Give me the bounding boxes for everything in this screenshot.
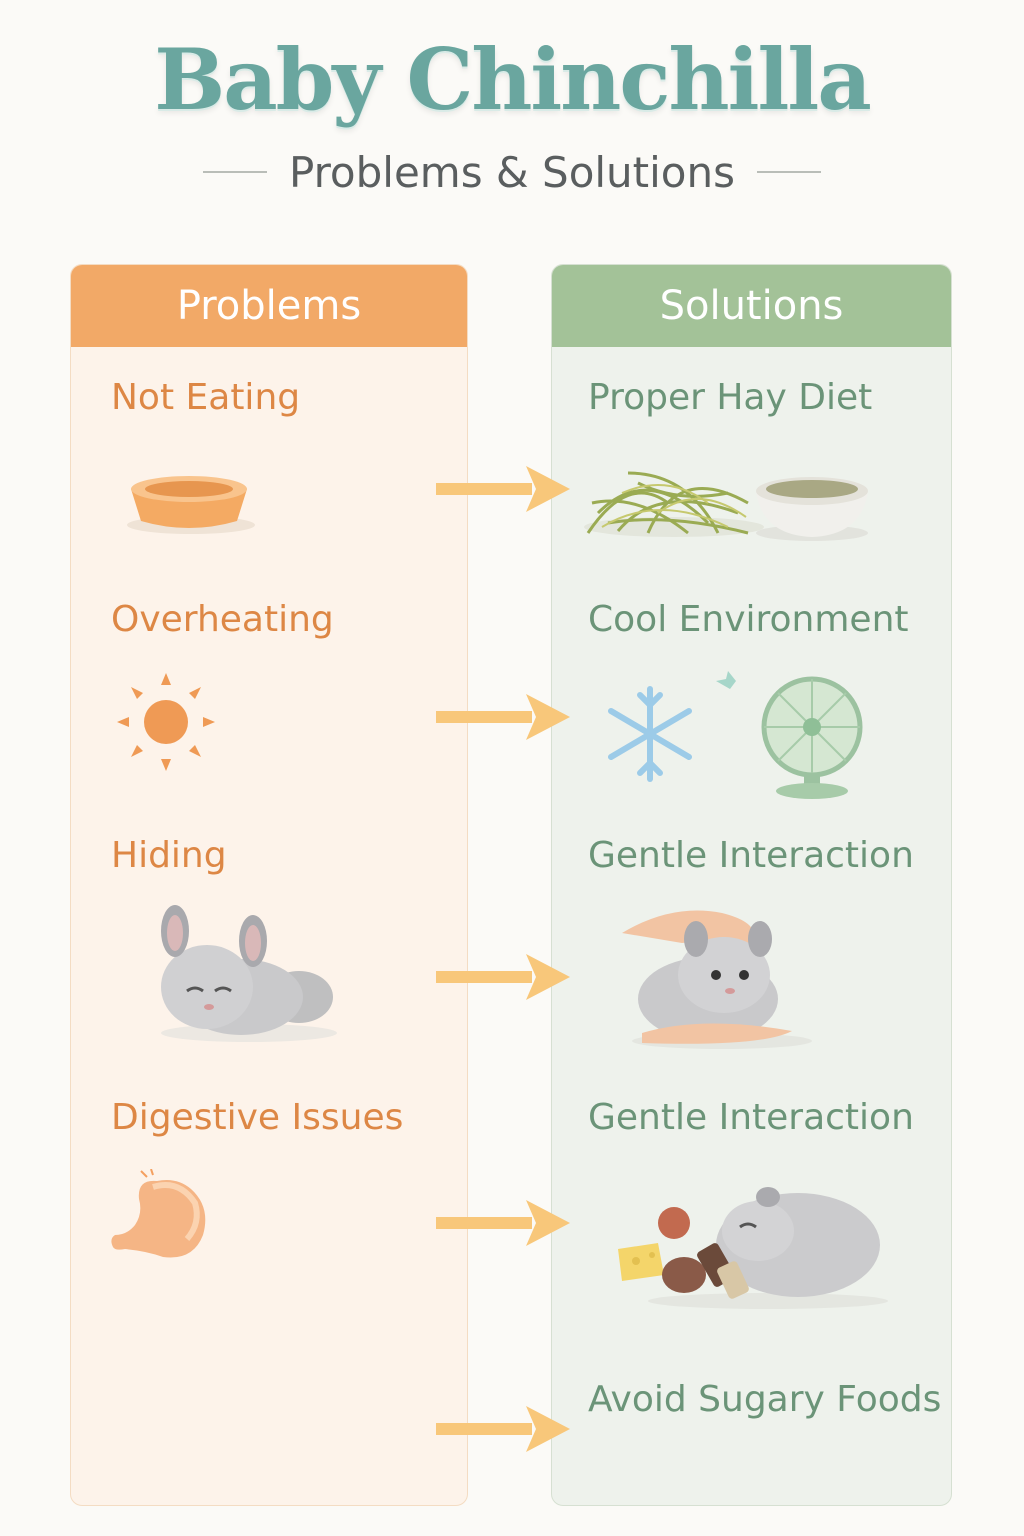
solution-label-proper-hay-diet: Proper Hay Diet — [588, 377, 873, 418]
page-title: Baby Chinchilla — [154, 30, 872, 129]
page-subtitle: Problems & Solutions — [288, 147, 736, 197]
arrow-right-icon — [436, 1200, 570, 1246]
problem-label-hiding: Hiding — [111, 835, 227, 876]
sun-icon — [117, 673, 215, 771]
solution-label-gentle-interaction: Gentle Interaction — [588, 835, 914, 876]
subtitle-row: Problems & Solutions — [0, 142, 1024, 202]
hand-chinchilla-icon — [622, 910, 812, 1049]
problems-panel: Problems Not Eating Overheating Hiding — [70, 264, 468, 1506]
arrow-right-icon — [436, 1406, 570, 1452]
problem-label-digestive-issues: Digestive Issues — [111, 1097, 404, 1138]
solutions-panel: Solutions Proper Hay Diet Cool Environme… — [551, 264, 952, 1506]
bowl-icon — [127, 476, 255, 534]
subtitle-divider-right — [757, 171, 822, 173]
subtitle-divider-left — [202, 171, 267, 173]
solution-label-avoid-sugary-foods: Avoid Sugary Foods — [588, 1379, 942, 1420]
stomach-icon — [111, 1169, 206, 1258]
arrow-right-icon — [436, 466, 570, 512]
solution-label-cool-environment: Cool Environment — [588, 599, 909, 640]
snowflake-fan-icon — [608, 671, 863, 799]
solution-label-gentle-interaction-2: Gentle Interaction — [588, 1097, 914, 1138]
arrow-right-icon — [436, 954, 570, 1000]
hay-bowl-icon — [584, 471, 868, 541]
chinchilla-treats-icon — [618, 1187, 888, 1309]
problem-label-overheating: Overheating — [111, 599, 334, 640]
arrow-right-icon — [436, 694, 570, 740]
solutions-header: Solutions — [552, 265, 951, 347]
problems-header: Problems — [71, 265, 467, 347]
problem-label-not-eating: Not Eating — [111, 377, 301, 418]
sleeping-chinchilla-icon — [161, 905, 337, 1042]
